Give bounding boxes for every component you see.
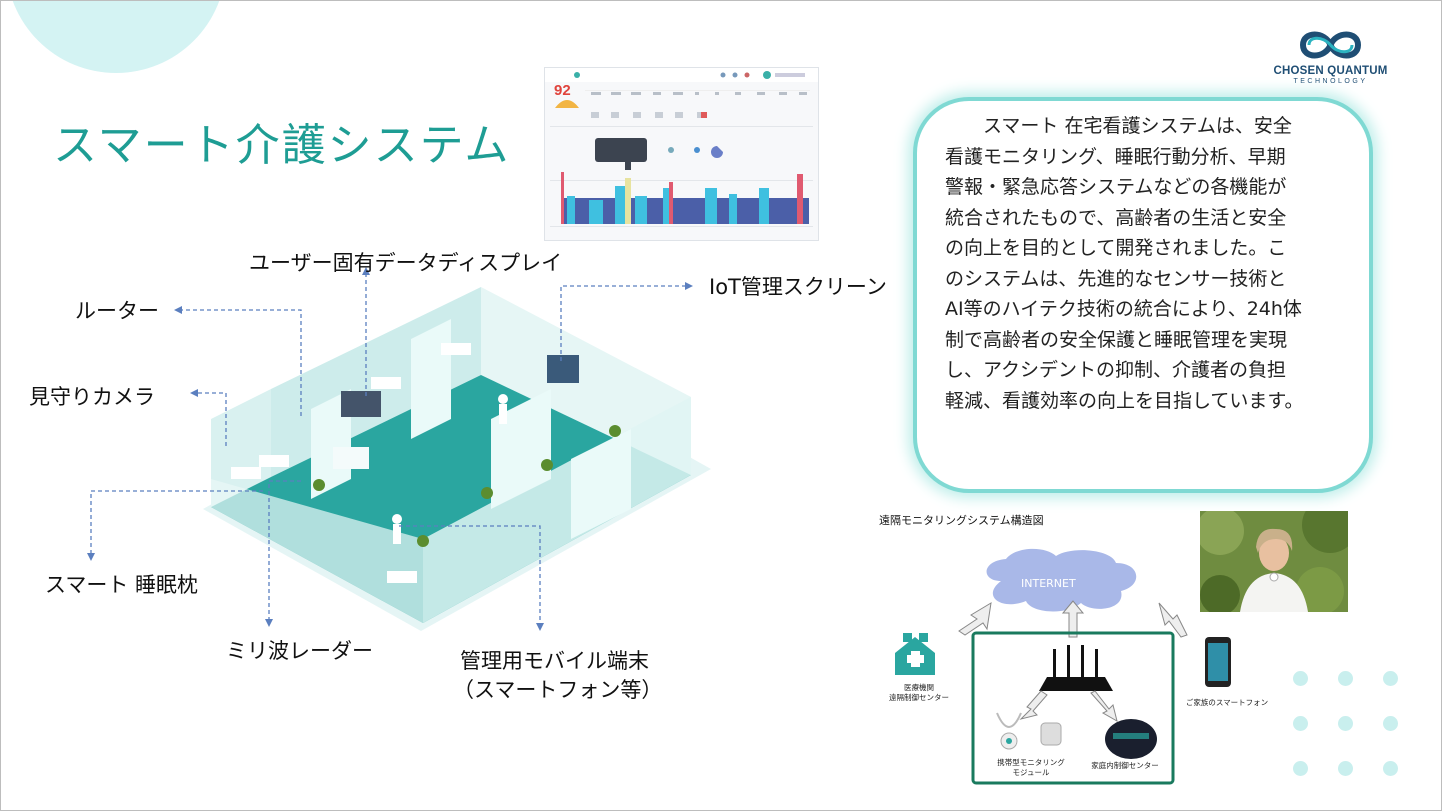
- page-title: スマート介護システム: [53, 120, 511, 171]
- decorative-dot: [1338, 761, 1353, 776]
- hospital-caption-line: 医療機関: [904, 683, 934, 692]
- description-box: スマート 在宅看護システムは、安全 看護モニタリング、睡眠行動分析、早期 警報・…: [913, 97, 1373, 493]
- company-logo: CHOSEN QUANTUM TECHNOLOGY: [1263, 25, 1398, 89]
- wearable-caption-line: 携帯型モニタリング: [997, 758, 1065, 767]
- logo-subtitle: TECHNOLOGY: [1293, 78, 1368, 85]
- iot-screen-label: IoT管理スクリーン: [709, 275, 887, 299]
- decorative-dot: [1293, 716, 1308, 731]
- router-label: ルーター: [75, 299, 159, 323]
- description-line: 警報・緊急応答システムなどの各機能が: [945, 176, 1287, 198]
- description-line: 軽減、看護効率の向上を目指しています。: [945, 389, 1304, 412]
- network-diagram-title: 遠隔モニタリングシステム構造図: [879, 514, 1044, 527]
- radar-label: ミリ波レーダー: [226, 639, 373, 663]
- mobile-sub-label: （スマートフォン等）: [453, 678, 663, 702]
- user-display-label: ユーザー固有データディスプレイ: [249, 251, 563, 275]
- network-diagram: [895, 548, 1231, 785]
- wearable-caption-line: モジュール: [1012, 768, 1050, 777]
- logo-name: CHOSEN QUANTUM: [1273, 65, 1388, 77]
- home-center-icon: [1105, 719, 1157, 759]
- mobile-label: 管理用モバイル端末: [460, 649, 649, 673]
- decorative-dot: [1383, 671, 1398, 686]
- internet-label: INTERNET: [1021, 577, 1076, 590]
- router-icon: [1039, 645, 1113, 691]
- elderly-woman-photo: [1200, 511, 1348, 612]
- smartphone-icon: [1205, 637, 1231, 687]
- description-line: の向上を目的として開発されました。こ: [945, 237, 1287, 259]
- decorative-dot: [1383, 716, 1398, 731]
- decorative-dot: [1293, 761, 1308, 776]
- description-line: AI等のハイテク技術の統合により、24h体: [945, 298, 1302, 320]
- hospital-caption: 医療機関 遠隔制御センター: [879, 683, 959, 703]
- infinity-logo-icon: [1299, 31, 1362, 59]
- description-line: 制で高齢者の安全保護と睡眠管理を実現: [945, 328, 1288, 351]
- wearable-icon: [996, 712, 1062, 750]
- hospital-icon: [895, 633, 935, 675]
- dashboard-graphic: [545, 68, 818, 227]
- sleep-score: 92: [554, 82, 571, 99]
- decorative-dot: [1383, 761, 1398, 776]
- description-text: スマート 在宅看護システムは、安全 看護モニタリング、睡眠行動分析、早期 警報・…: [945, 111, 1365, 416]
- description-line: 看護モニタリング、睡眠行動分析、早期: [945, 145, 1286, 168]
- description-line: 統合されたもので、高齢者の生活と安全: [945, 206, 1287, 229]
- home-center-caption: 家庭内制御センター: [1091, 761, 1159, 770]
- description-line: のシステムは、先進的なセンサー技術と: [945, 267, 1287, 290]
- description-line: し、アクシデントの抑制、介護者の負担: [945, 359, 1287, 381]
- photo-graphic: [1200, 511, 1348, 612]
- wearable-caption: 携帯型モニタリング モジュール: [991, 758, 1071, 778]
- camera-label: 見守りカメラ: [29, 385, 155, 409]
- decorative-dot: [1338, 671, 1353, 686]
- care-facility-illustration: [203, 287, 711, 631]
- family-phone-caption: ご家族のスマートフォン: [1185, 698, 1269, 707]
- dashboard-screenshot: 92: [544, 67, 819, 241]
- description-line: スマート 在宅看護システムは、安全: [945, 115, 1292, 137]
- decorative-dot: [1293, 671, 1308, 686]
- decorative-dot: [1338, 716, 1353, 731]
- hospital-caption-line: 遠隔制御センター: [889, 693, 949, 702]
- pillow-label: スマート 睡眠枕: [45, 573, 199, 597]
